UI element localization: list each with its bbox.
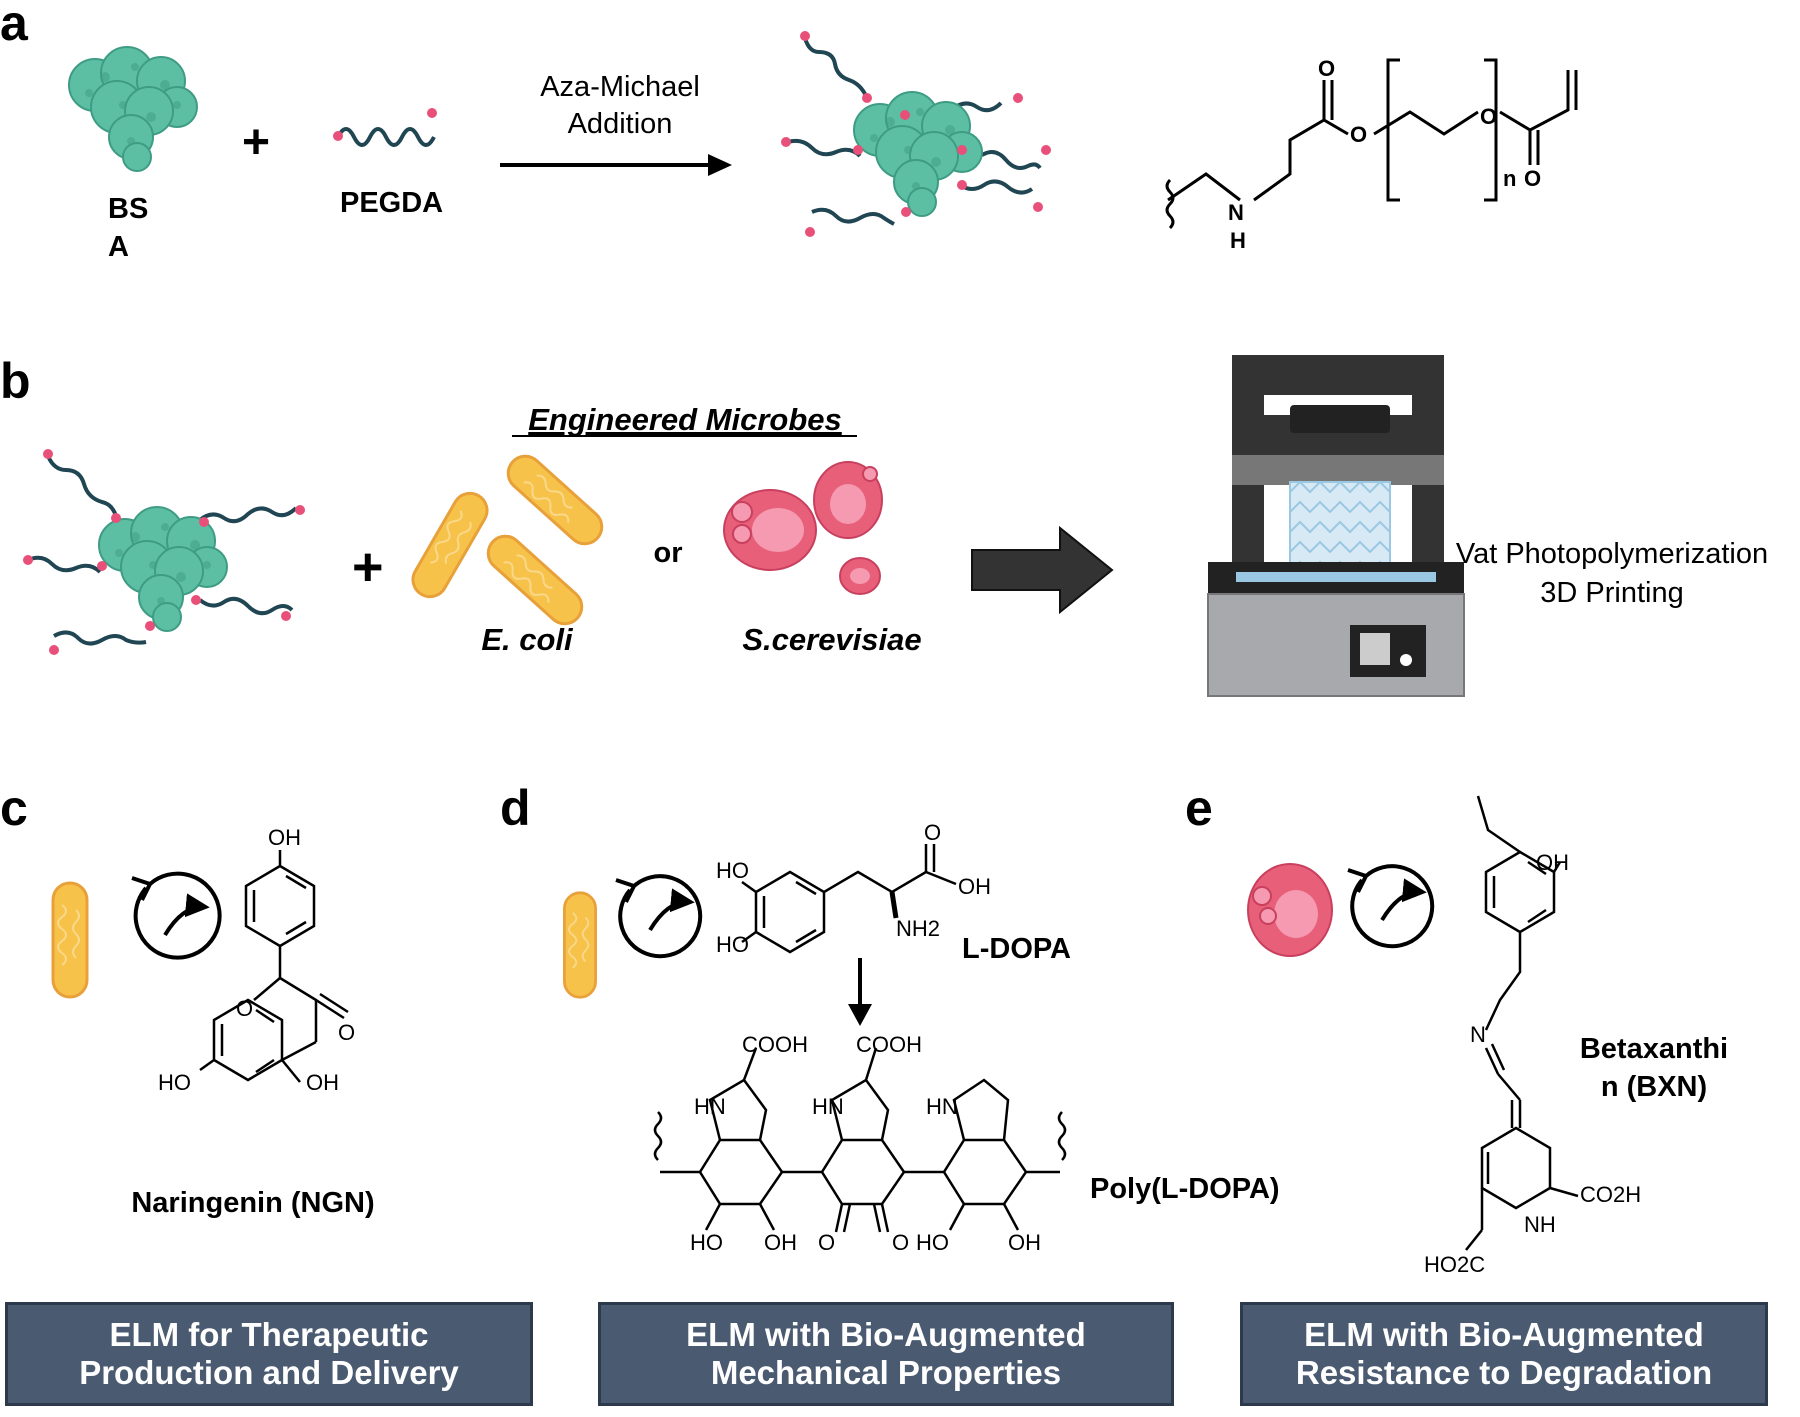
footer-box-degradation: ELM with Bio-Augmented Resistance to Deg… (1240, 1302, 1768, 1406)
poly-ldopa-label: Poly(L-DOPA) (1090, 1173, 1280, 1205)
poly-atom-ho-b2: HO (916, 1230, 949, 1255)
poly-atom-o2: O (892, 1230, 909, 1255)
ldopa-atom-nh2: NH2 (896, 916, 940, 941)
footer-mechanical-line2: Mechanical Properties (710, 1354, 1062, 1391)
naringenin-label: Naringenin (NGN) (131, 1187, 374, 1219)
yeast-label: S.cerevisiae (742, 622, 921, 657)
bxn-atom-oh: OH (1536, 850, 1569, 875)
atom-h: H (1230, 228, 1246, 253)
bxn-atom-ho2c: HO2C (1424, 1252, 1485, 1277)
ngn-atom-ring-o: O (236, 996, 253, 1021)
panel-label-d: d (500, 780, 531, 836)
bxn-atom-n: N (1470, 1022, 1486, 1047)
pegda-label: PEGDA (340, 187, 443, 219)
atom-o-carbonyl-bottom: O (1524, 166, 1541, 191)
panel-label-a: a (0, 0, 29, 51)
poly-atom-hn3: HN (926, 1094, 958, 1119)
atom-o-ether: O (1480, 104, 1497, 129)
printer-3d-icon (1207, 355, 1465, 697)
atom-n: N (1228, 200, 1244, 225)
atom-o-carbonyl-top: O (1318, 56, 1335, 81)
ngn-atom-oh-top: OH (268, 825, 301, 850)
poly-atom-hn1: HN (694, 1094, 726, 1119)
footer-box-mechanical: ELM with Bio-Augmented Mechanical Proper… (598, 1302, 1174, 1406)
printer-label-line2: 3D Printing (1540, 577, 1683, 609)
pegda-chain-icon (333, 108, 437, 147)
bsa-pegda-conjugate-icon-b (23, 449, 305, 655)
footer-therapeutic-line1: ELM for Therapeutic (109, 1316, 429, 1353)
poly-atom-o1: O (818, 1230, 835, 1255)
reaction-arrow-icon (500, 154, 732, 176)
ldopa-atom-o: O (924, 820, 941, 845)
ngn-atom-ho-left: HO (158, 1070, 191, 1095)
bsa-label-line2: A (108, 231, 129, 263)
ecoli-label: E. coli (481, 622, 574, 657)
panel-label-b: b (0, 353, 31, 409)
footer-therapeutic-line2: Production and Delivery (79, 1354, 459, 1391)
betaxanthin-label-line2: n (BXN) (1601, 1071, 1707, 1103)
bsa-pegda-conjugate-icon (781, 31, 1051, 237)
engineered-microbes-title: Engineered Microbes (528, 402, 842, 437)
panel-label-e: e (1185, 780, 1213, 836)
or-label: or (654, 537, 683, 569)
bxn-atom-nh: NH (1524, 1212, 1556, 1237)
block-arrow-icon (971, 525, 1114, 615)
printer-label-line1: Vat Photopolymerization (1456, 538, 1768, 570)
reaction-arrow-label-line2: Addition (568, 108, 673, 140)
bsa-label-line1: BS (108, 193, 148, 225)
poly-atom-hn2: HN (812, 1094, 844, 1119)
poly-atom-ho-b1: HO (690, 1230, 723, 1255)
footer-degradation-line2: Resistance to Degradation (1295, 1354, 1713, 1391)
reaction-arrow-label-line1: Aza-Michael (540, 71, 700, 103)
poly-ldopa-structure (653, 1047, 1067, 1233)
yeast-icon-e (1247, 863, 1333, 957)
cycle-arrow-icon-d (615, 874, 703, 959)
cycle-arrow-icon-e (1347, 864, 1435, 949)
bxn-atom-co2h: CO2H (1580, 1182, 1641, 1207)
ngn-atom-ketone-o: O (338, 1020, 355, 1045)
poly-atom-oh1: OH (764, 1230, 797, 1255)
ecoli-icon-d (562, 891, 598, 999)
ldopa-atom-ho1: HO (716, 858, 749, 883)
ldopa-atom-oh: OH (958, 874, 991, 899)
poly-atom-cooh1: COOH (742, 1032, 808, 1057)
ecoli-icon (407, 449, 609, 631)
betaxanthin-structure (1465, 795, 1579, 1251)
plus-sign-a: + (242, 116, 270, 169)
pegda-linkage-structure: N H O O O n O (1165, 56, 1578, 253)
protein-bsa-icon (68, 46, 198, 172)
atom-o-ester: O (1350, 122, 1367, 147)
panel-label-c: c (0, 780, 28, 836)
naringenin-structure (199, 850, 349, 1083)
footer-degradation-line1: ELM with Bio-Augmented (1304, 1316, 1704, 1353)
subscript-n: n (1503, 166, 1516, 191)
plus-sign-b: + (352, 537, 384, 597)
footer-box-therapeutic: ELM for Therapeutic Production and Deliv… (5, 1302, 533, 1406)
ldopa-atom-ho2: HO (716, 932, 749, 957)
betaxanthin-label-line1: Betaxanthi (1580, 1033, 1728, 1065)
footer-mechanical-line1: ELM with Bio-Augmented (686, 1316, 1086, 1353)
ldopa-label: L-DOPA (962, 933, 1071, 965)
cycle-arrow-icon (131, 871, 222, 960)
ldopa-structure (741, 844, 957, 954)
poly-atom-oh2: OH (1008, 1230, 1041, 1255)
ecoli-icon-c (51, 881, 89, 999)
ngn-atom-oh-right: OH (306, 1070, 339, 1095)
yeast-icon (723, 461, 883, 595)
down-arrow-icon (848, 958, 872, 1026)
poly-atom-cooh2: COOH (856, 1032, 922, 1057)
